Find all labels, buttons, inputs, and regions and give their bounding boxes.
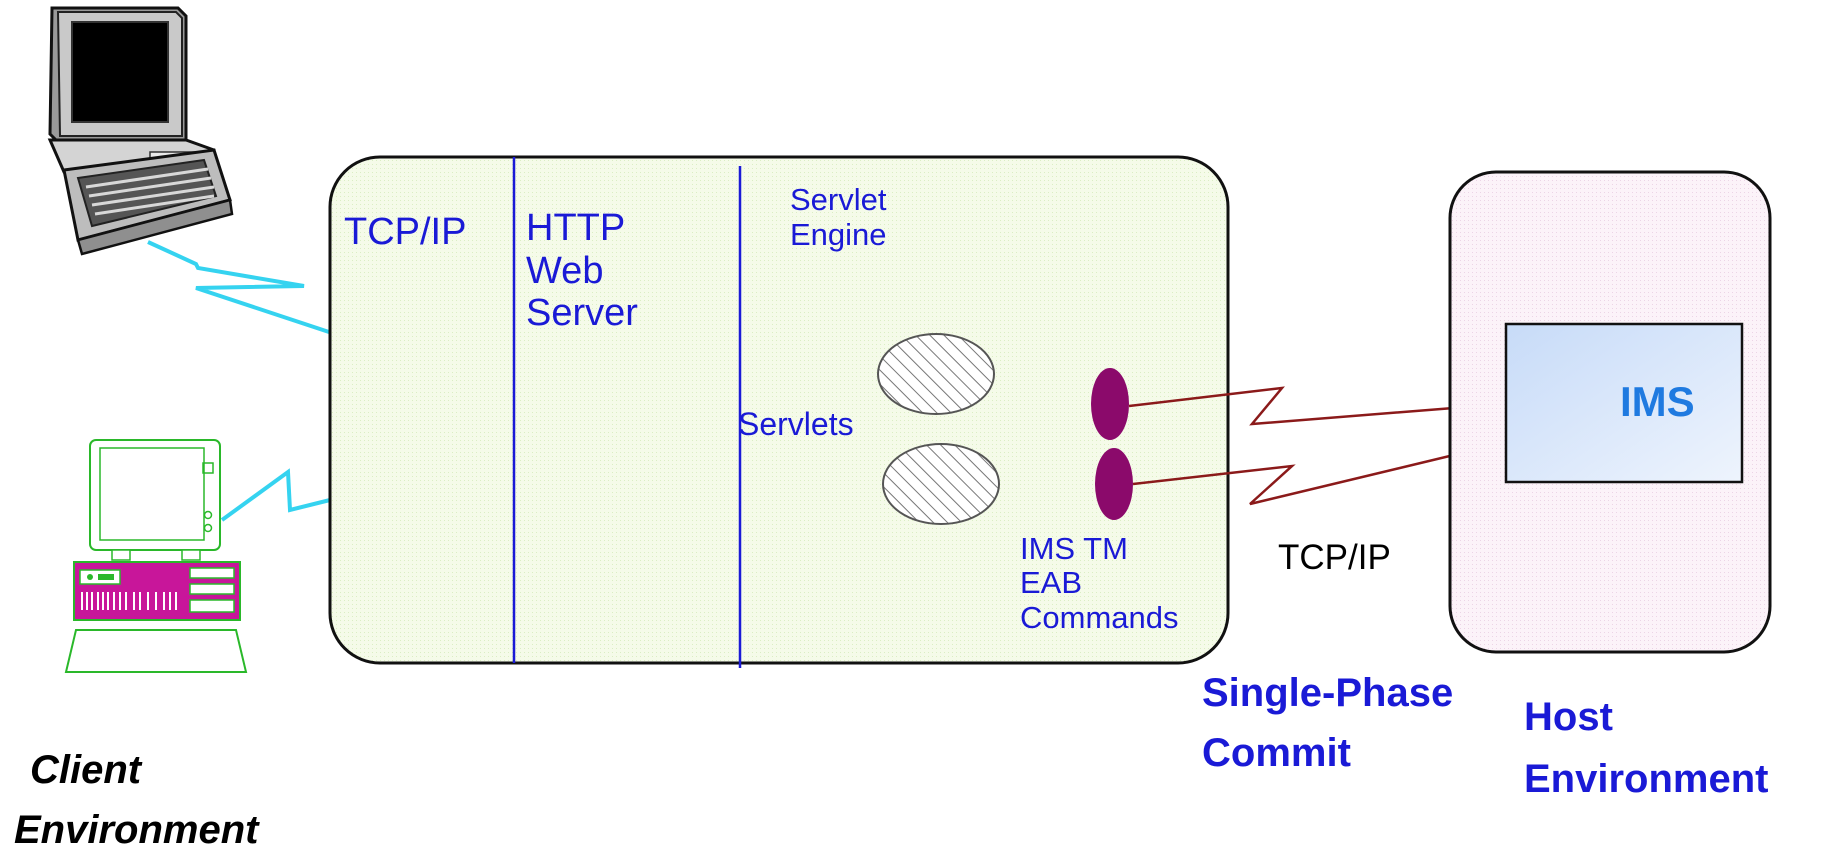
- desktop-connector: [220, 468, 331, 522]
- laptop-icon: [47, 6, 234, 256]
- tcpip-connector-2: [1132, 439, 1513, 506]
- ims-box: [1504, 322, 1744, 484]
- web-server-box: [328, 155, 1230, 665]
- ims-label: IMS: [1620, 378, 1695, 425]
- client-line-1: Client: [30, 748, 143, 792]
- servlet-node-2: [882, 443, 1000, 525]
- http-line-1: HTTP: [526, 207, 625, 249]
- client-line-2: Environment: [14, 808, 260, 850]
- engine-line-2: Engine: [790, 217, 887, 252]
- desktop-pc-icon: [64, 439, 248, 673]
- eab-command-node-2: [1095, 448, 1133, 520]
- commit-line-1: Single-Phase: [1202, 671, 1453, 715]
- ims-tm-eab-label: IMS TM EAB Commands: [1020, 531, 1179, 635]
- eab-command-node-1: [1091, 368, 1129, 440]
- tcpip-connector-1: [1128, 386, 1505, 426]
- laptop-connector: [147, 240, 333, 335]
- http-line-3: Server: [526, 292, 638, 334]
- servlet-engine-label: Servlet Engine: [790, 182, 895, 252]
- commit-line-2: Commit: [1202, 731, 1351, 775]
- servlets-label: Servlets: [738, 406, 854, 442]
- host-environment-label: Host Environment: [1524, 695, 1768, 801]
- http-line-2: Web: [526, 250, 603, 292]
- host-line-1: Host: [1524, 695, 1613, 739]
- http-web-server-label: HTTP Web Server: [526, 207, 638, 334]
- eab-line-2: EAB: [1020, 565, 1082, 600]
- engine-line-1: Servlet: [790, 182, 887, 217]
- host-line-2: Environment: [1524, 757, 1768, 801]
- server-tcpip-label: TCP/IP: [344, 211, 466, 253]
- eab-line-3: Commands: [1020, 600, 1179, 635]
- link-tcpip-label: TCP/IP: [1278, 538, 1391, 577]
- eab-line-1: IMS TM: [1020, 531, 1128, 566]
- single-phase-commit-label: Single-Phase Commit: [1202, 671, 1464, 775]
- servlet-node-1: [877, 333, 995, 415]
- client-environment-label: Client Environment: [14, 748, 260, 850]
